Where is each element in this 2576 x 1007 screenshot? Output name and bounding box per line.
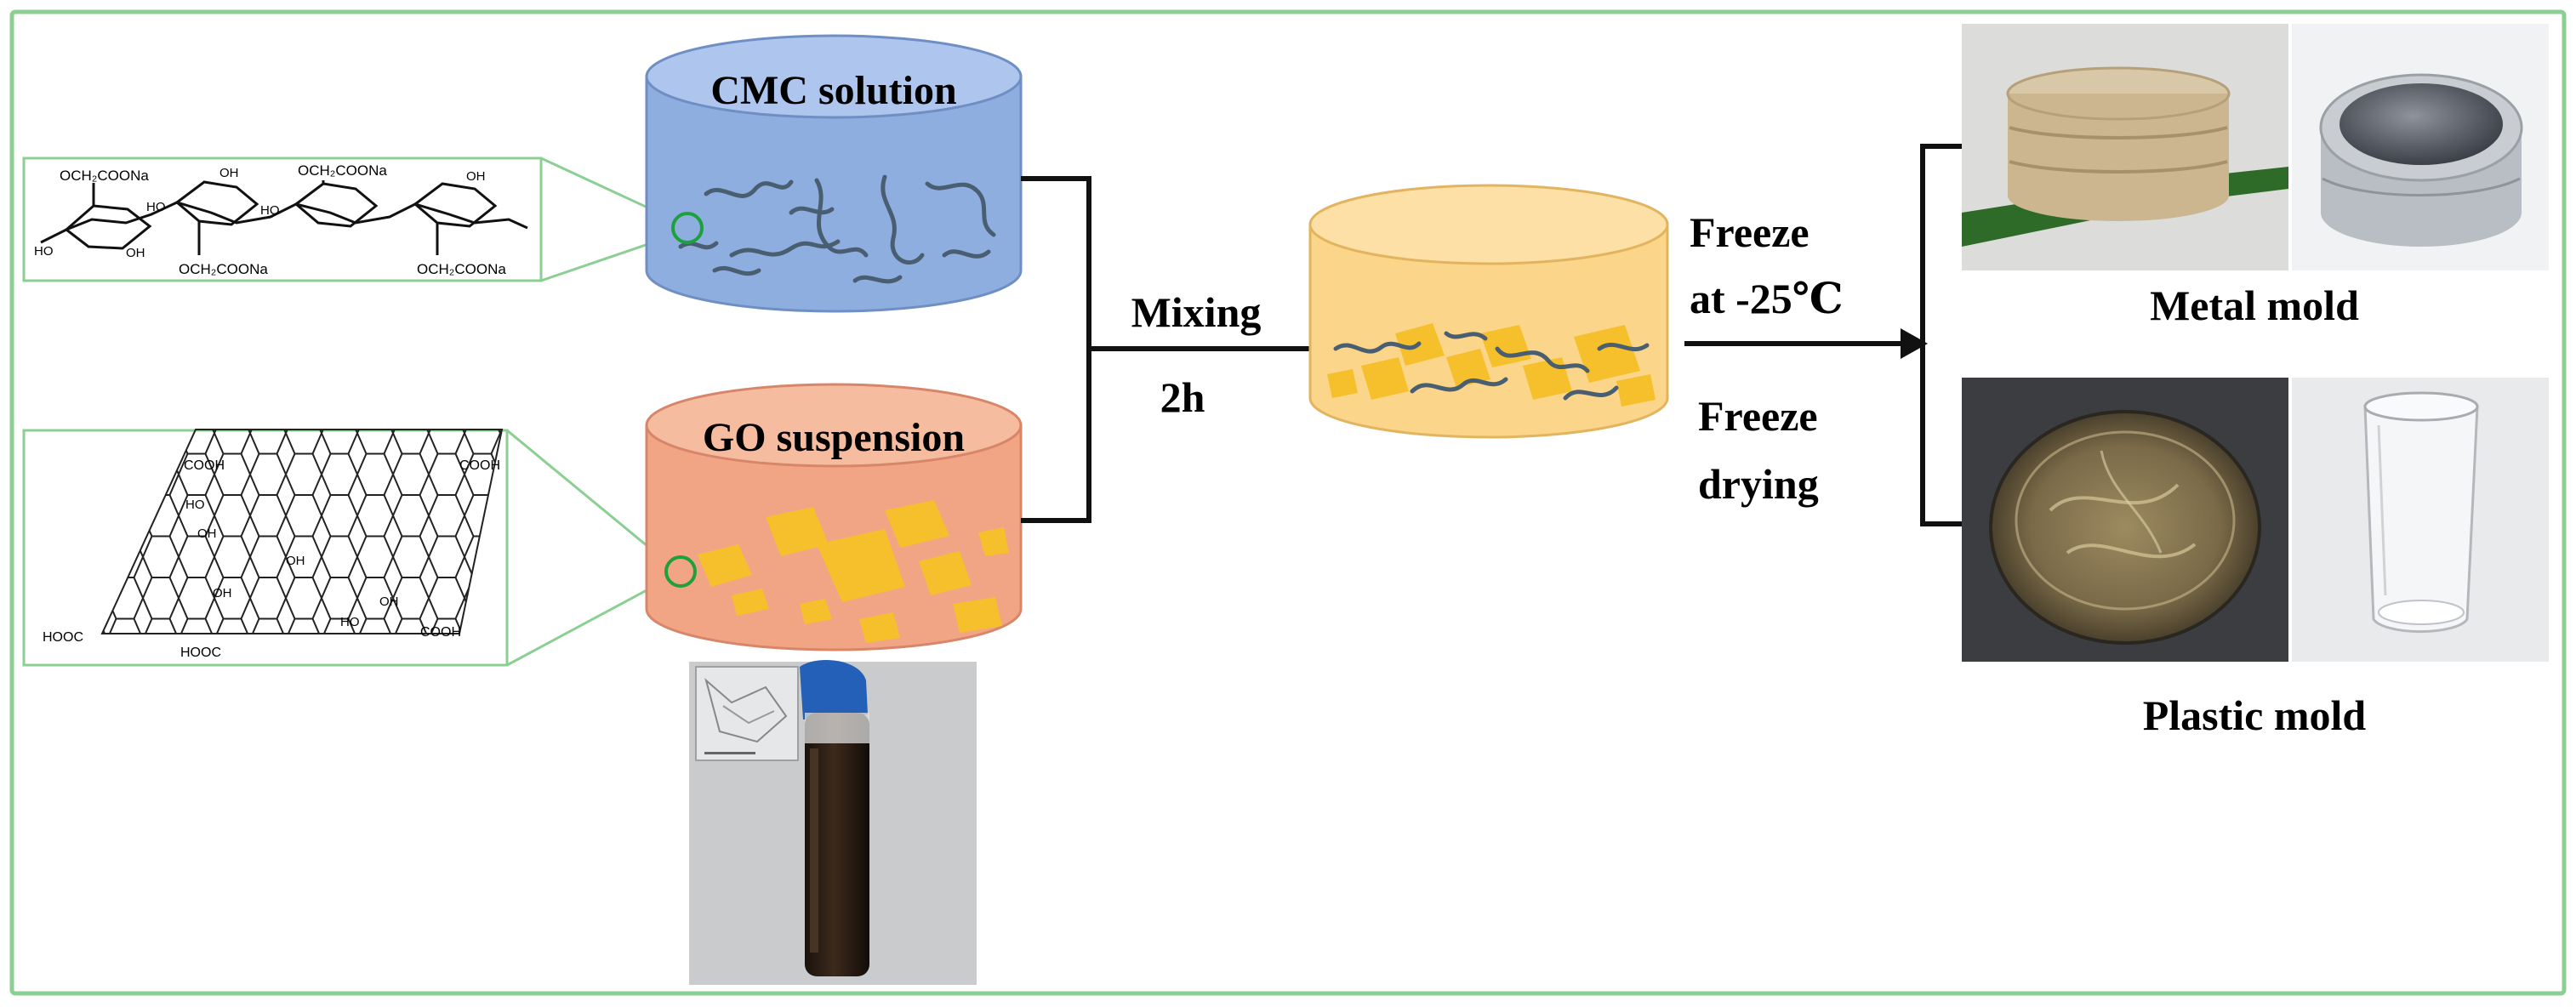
plastic-mold-label: Plastic mold — [2143, 691, 2367, 739]
go-vial — [805, 713, 869, 976]
go-oh-label: OH — [213, 586, 232, 600]
cmc-oh-label: OH — [219, 166, 239, 180]
metal-mold-photos — [1962, 24, 2549, 270]
freeze-temperature-label: at -25℃ — [1690, 275, 1844, 322]
plastic-mold-photos — [1962, 378, 2549, 662]
arrow-head — [1901, 328, 1928, 359]
go-flakes — [698, 500, 1009, 643]
cmc-oh-label: OH — [126, 246, 145, 260]
cmc-solution-cylinder: CMC solution — [645, 34, 1023, 313]
metal-mold-label: Metal mold — [2150, 282, 2359, 329]
mixing-time-label: 2h — [1160, 373, 1205, 421]
freeze-drying-label: Freeze — [1698, 392, 1818, 440]
go-hooc-label: HOOC — [180, 646, 221, 660]
cmc-solution-label: CMC solution — [710, 68, 956, 113]
connector-lines — [1021, 144, 1965, 526]
go-oh-label: OH — [197, 526, 217, 541]
cmc-ho-label: HO — [260, 203, 280, 218]
go-oh-label: OH — [286, 554, 305, 568]
cmc-group-label: OCH₂COONa — [60, 168, 149, 184]
cmc-zoom-circle — [671, 212, 704, 244]
freeze-drying-label: drying — [1698, 460, 1819, 508]
mixed-fibers — [1333, 331, 1650, 401]
mixed-flakes — [1327, 323, 1656, 407]
cmc-fiber-strands — [678, 174, 996, 284]
cmc-group-label: OCH₂COONa — [179, 261, 268, 277]
go-ho-label: HO — [340, 615, 360, 629]
cmc-group-label: OCH₂COONa — [417, 261, 506, 277]
go-cooh-label: COOH — [420, 625, 461, 640]
mixed-cylinder — [1308, 184, 1669, 439]
go-suspension-cylinder: GO suspension — [645, 383, 1023, 651]
freeze-label: Freeze — [1690, 208, 1809, 256]
go-structure-box: COOH COOH HOOC HOOC COOH OH OH OH OH HO … — [22, 429, 509, 667]
go-oh-label: OH — [379, 595, 399, 609]
go-ho-label: HO — [185, 498, 205, 512]
cmc-ho-label: HO — [34, 244, 54, 259]
go-cooh-label: COOH — [184, 458, 225, 473]
go-zoom-circle — [664, 555, 697, 588]
go-cooh-label: COOH — [459, 458, 500, 473]
outer-frame — [9, 9, 2567, 996]
go-suspension-label: GO suspension — [703, 415, 965, 460]
go-vial-photo — [689, 660, 977, 985]
cmc-structure-box: OCH₂COONa OCH₂COONa OCH₂COONa OCH₂COONa … — [22, 156, 543, 282]
cmc-ho-label: HO — [146, 200, 166, 214]
cmc-oh-label: OH — [466, 169, 486, 184]
cmc-group-label: OCH₂COONa — [298, 162, 387, 179]
go-hooc-label: HOOC — [43, 630, 83, 645]
mixing-label: Mixing — [1131, 288, 1262, 336]
